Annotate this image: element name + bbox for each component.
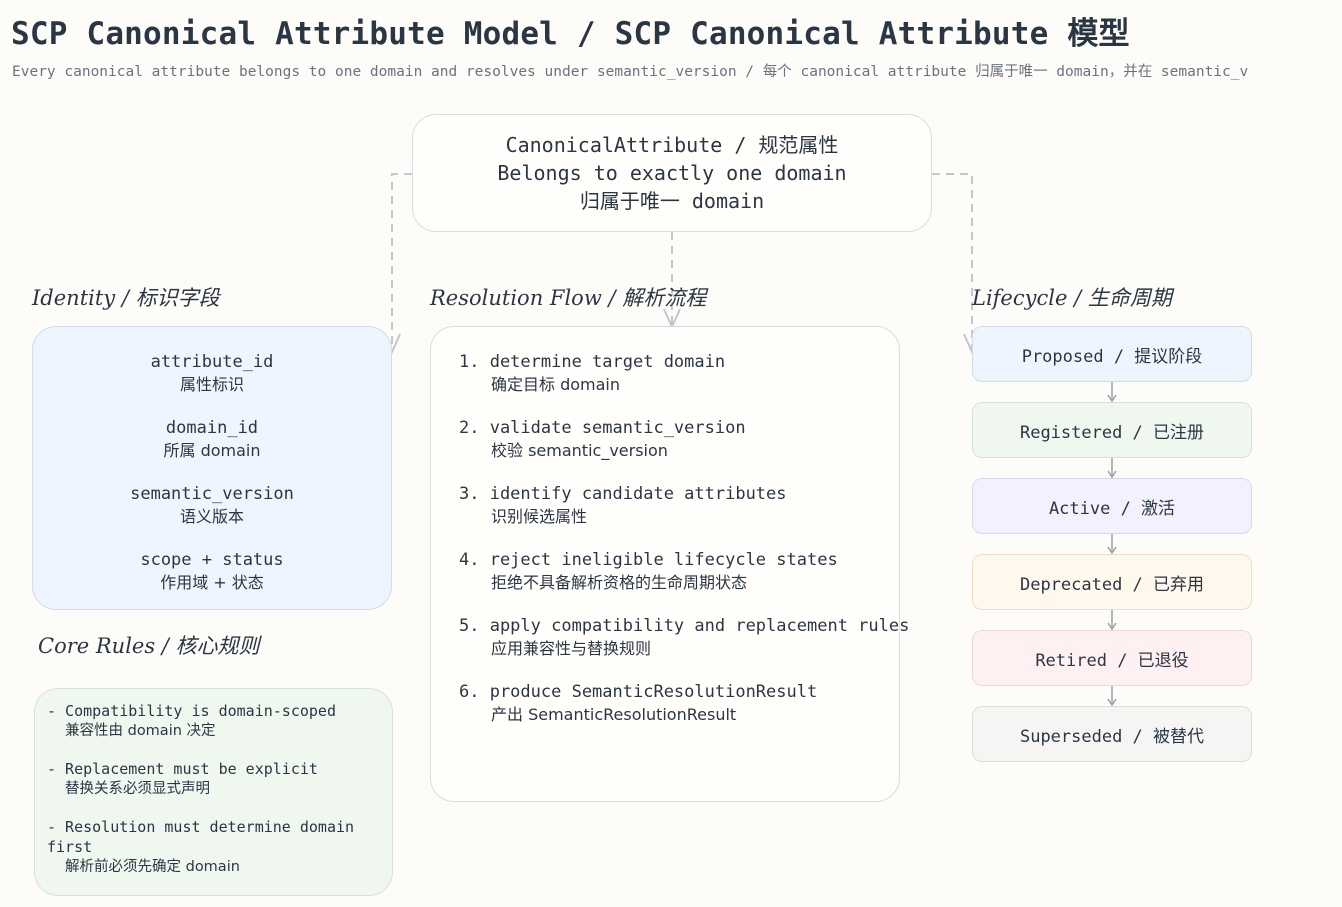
step-text-zh: 确定目标 domain [491,375,621,394]
rule-text-zh: 兼容性由 domain 决定 [65,723,216,739]
lifecycle-arrowhead [1107,470,1117,479]
field-name-zh: 所属 domain [163,441,261,460]
identity-field: semantic_version 语义版本 [130,483,294,527]
resolution-flow-box: 1. determine target domain 确定目标 domain 2… [430,326,910,802]
lifecycle-title: Lifecycle / 生命周期 [972,286,1172,310]
lifecycle-arrowhead [1107,622,1117,631]
rules-title: Core Rules / 核心规则 [38,634,260,658]
step-text-zh: 产出 SemanticResolutionResult [491,705,737,724]
lifecycle-arrowhead [1107,698,1117,707]
field-name-zh: 作用域 + 状态 [160,573,264,592]
lifecycle-stage-proposed: Proposed / 提议阶段 [972,326,1252,382]
rule-text-zh: 解析前必须先确定 domain [65,859,240,875]
connector-to-lifecycle [932,173,973,350]
lifecycle-stage-active: Active / 激活 [972,478,1252,534]
field-name: scope + status [140,550,284,570]
flow-step: 4. reject ineligible lifecycle states 拒绝… [459,549,899,593]
identity-field: attribute_id 属性标识 [151,351,274,395]
lifecycle-stage-registered: Registered / 已注册 [972,402,1252,458]
step-text-zh: 拒绝不具备解析资格的生命周期状态 [491,573,748,592]
page-subtitle: Every canonical attribute belongs to one… [12,64,1249,80]
step-text: 5. apply compatibility and replacement r… [459,616,910,636]
field-name: domain_id [165,418,259,438]
center-rule: Belongs to exactly one domain [497,161,847,185]
field-name: semantic_version [130,484,294,504]
flow-step: 1. determine target domain 确定目标 domain [459,351,899,395]
step-text-zh: 识别候选属性 [491,507,588,526]
field-name: attribute_id [150,352,274,372]
lifecycle-stage-superseded: Superseded / 被替代 [972,706,1252,762]
field-name-zh: 属性标识 [179,375,244,394]
step-text: 6. produce SemanticResolutionResult [459,682,818,702]
flow-step: 5. apply compatibility and replacement r… [459,615,910,659]
step-text: 4. reject ineligible lifecycle states [459,550,838,570]
connector-to-identity [391,173,412,350]
rule-item: - Replacement must be explicit 替换关系必须显式声… [47,759,382,799]
center-rule-zh: 归属于唯一 domain [579,189,765,213]
center-title: CanonicalAttribute / 规范属性 [505,133,839,157]
field-name-zh: 语义版本 [179,507,244,526]
flow-title: Resolution Flow / 解析流程 [430,286,707,310]
identity-field: scope + status 作用域 + 状态 [140,549,283,593]
core-rules-box: - Compatibility is domain-scoped 兼容性由 do… [34,688,393,896]
rule-item: - Resolution must determine domain first… [47,817,382,877]
lifecycle-stage-deprecated: Deprecated / 已弃用 [972,554,1252,610]
rule-text: - Resolution must determine domain first [47,818,355,856]
rule-text: - Replacement must be explicit [47,760,318,778]
flow-step: 6. produce SemanticResolutionResult 产出 S… [459,681,899,725]
identity-box: attribute_id 属性标识 domain_id 所属 domain se… [32,326,392,610]
step-text: 3. identify candidate attributes [459,484,787,504]
lifecycle-stage-retired: Retired / 已退役 [972,630,1252,686]
page-title: SCP Canonical Attribute Model / SCP Cano… [11,16,1130,52]
lifecycle-arrowhead [1107,394,1117,403]
step-text: 1. determine target domain [459,352,726,372]
step-text: 2. validate semantic_version [459,418,746,438]
flow-step: 2. validate semantic_version 校验 semantic… [459,417,899,461]
identity-field: domain_id 所属 domain [163,417,260,461]
rule-text-zh: 替换关系必须显式声明 [65,781,210,797]
lifecycle-arrowhead [1107,546,1117,555]
step-text-zh: 校验 semantic_version [491,441,668,460]
canonical-attribute-box: CanonicalAttribute / 规范属性 Belongs to exa… [412,114,932,232]
rule-item: - Compatibility is domain-scoped 兼容性由 do… [47,701,382,741]
flow-step: 3. identify candidate attributes 识别候选属性 [459,483,899,527]
identity-title: Identity / 标识字段 [32,286,220,310]
step-text-zh: 应用兼容性与替换规则 [491,639,652,658]
rule-text: - Compatibility is domain-scoped [47,702,336,720]
